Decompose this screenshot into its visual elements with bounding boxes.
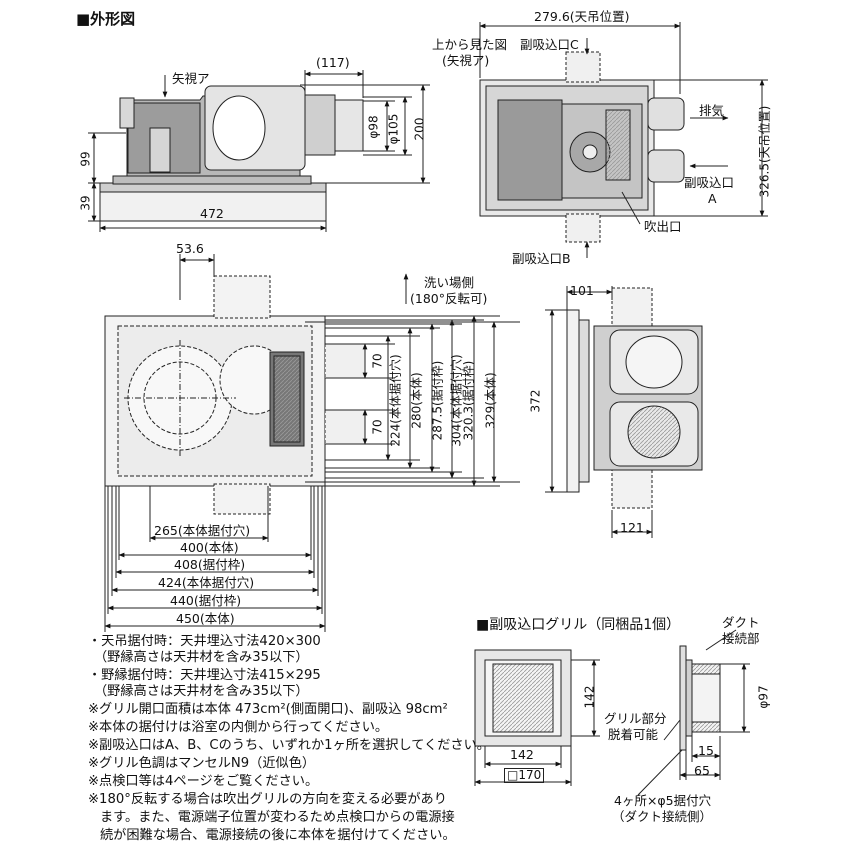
dim-39: 39 <box>78 195 93 211</box>
dim-70-top: 70 <box>370 353 385 369</box>
detach-label-1: グリル部分 <box>604 711 667 726</box>
section-title: ■外形図 <box>76 10 136 28</box>
note-5: ※グリル開口面積は本体 473cm²(側面開口)、副吸込 98cm² <box>88 702 448 717</box>
arrow-a-label: 矢視ア <box>172 71 210 86</box>
dim-117: (117) <box>316 55 350 70</box>
exhaust-label: 排気 <box>699 103 725 118</box>
top-view-caption-1: 上から見た図 <box>432 37 508 52</box>
note-4: （野縁高さは天井材を含み35以下） <box>94 684 309 699</box>
note-12: 続が困難な場合、電源接続の後に本体を据付けてください。 <box>100 828 456 843</box>
detach-label-2: 脱着可能 <box>608 727 659 742</box>
note-7: ※副吸込口はA、B、Cのうち、いずれか1ヶ所を選択してください。 <box>88 738 490 753</box>
wash-side-label-1: 洗い場側 <box>424 275 475 290</box>
inlet-c-label: 副吸込口C <box>520 37 579 52</box>
dim-200: 200 <box>412 117 427 141</box>
side-elevation <box>88 70 430 232</box>
grille-title: ■副吸込口グリル（同梱品1個） <box>476 617 681 633</box>
dim-phi105: φ105 <box>386 113 401 145</box>
dim-279-6: 279.6(天吊位置) <box>534 9 630 24</box>
dim-372: 372 <box>528 389 543 413</box>
note-9: ※点検口等は4ページをご覧ください。 <box>88 774 319 789</box>
outlet-label: 吹出口 <box>644 219 682 234</box>
dim-408: 408(据付枠) <box>174 557 246 572</box>
grille-front <box>474 649 600 786</box>
top-view <box>479 22 768 258</box>
dim-280: 280(本体) <box>409 372 424 429</box>
dim-70-bottom: 70 <box>370 419 385 435</box>
dim-424: 424(本体据付穴) <box>158 575 255 590</box>
dim-99: 99 <box>78 151 93 167</box>
dim-400: 400(本体) <box>180 540 239 555</box>
right-view <box>545 286 703 538</box>
dim-224: 224(本体据付穴) <box>388 354 403 447</box>
dim-320-3: 320.3(据付枠) <box>461 360 476 441</box>
note-3: ・野縁据付時：天井埋込寸法415×295 <box>88 668 321 683</box>
note-2: （野縁高さは天井材を含み35以下） <box>94 650 309 665</box>
dim-65: 65 <box>694 763 710 778</box>
dim-440: 440(据付枠) <box>170 593 242 608</box>
dim-450: 450(本体) <box>176 611 235 626</box>
front-view <box>104 254 520 632</box>
top-view-caption-2: (矢視ア) <box>442 53 490 68</box>
dim-326-5: 326.5(天吊位置) <box>757 105 772 198</box>
dim-170: □170 <box>504 768 545 783</box>
dim-265: 265(本体据付穴) <box>154 523 251 538</box>
note-11: ます。また、電源端子位置が変わるため点検口からの電源接 <box>100 810 455 825</box>
dim-phi98: φ98 <box>366 115 381 139</box>
dim-phi97: φ97 <box>756 685 771 709</box>
inlet-a-label-2: A <box>708 191 717 206</box>
duct-label-2: 接続部 <box>722 631 760 646</box>
holes-label-1: 4ヶ所×φ5据付穴 <box>614 793 712 808</box>
holes-label-2: （ダクト接続側） <box>612 809 713 824</box>
note-8: ※グリル色調はマンセルN9（近似色） <box>88 756 316 771</box>
inlet-a-label-1: 副吸込口 <box>684 175 735 190</box>
note-6: ※本体の据付けは浴室の内側から行ってください。 <box>88 720 389 735</box>
duct-label-1: ダクト <box>722 615 760 630</box>
inlet-b-label: 副吸込口B <box>512 251 571 266</box>
grille-side <box>637 629 750 796</box>
dim-142-v: 142 <box>582 685 597 709</box>
dim-329: 329(本体) <box>483 372 498 429</box>
dim-142-h: 142 <box>510 747 534 762</box>
dim-472: 472 <box>200 206 224 221</box>
dim-15: 15 <box>698 743 714 758</box>
dim-101: 101 <box>570 283 594 298</box>
note-1: ・天吊据付時：天井埋込寸法420×300 <box>88 634 321 649</box>
dim-287-5: 287.5(据付枠) <box>430 360 445 441</box>
note-10: ※180°反転する場合は吹出グリルの方向を変える必要があり <box>88 792 447 807</box>
dim-121: 121 <box>620 520 644 535</box>
dim-53-6: 53.6 <box>176 241 204 256</box>
wash-side-label-2: (180°反転可) <box>410 291 488 306</box>
